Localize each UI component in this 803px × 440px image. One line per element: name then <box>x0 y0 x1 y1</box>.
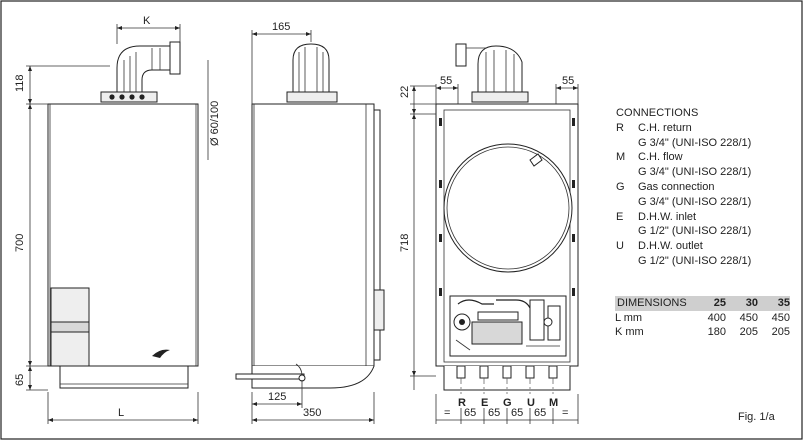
dim-350-label: 350 <box>303 407 321 419</box>
dim-diameter-label: Ø 60/100 <box>209 101 221 146</box>
dim-l-label: L <box>118 407 124 419</box>
connection-spec: G 3/4" (UNI-ISO 228/1) <box>638 195 752 208</box>
dimensions-cell: 450 <box>771 312 790 324</box>
dim-55-right-label: 55 <box>562 75 574 87</box>
connection-spec: G 3/4" (UNI-ISO 228/1) <box>638 166 752 179</box>
pitch-0: = <box>444 407 450 419</box>
pitch-1: 65 <box>464 407 476 419</box>
dimensions-header-30: 30 <box>745 297 758 309</box>
rear-hydraulic-group <box>449 295 567 357</box>
rear-frame-holes <box>439 118 575 296</box>
pitch-2: 65 <box>488 407 500 419</box>
connection-item-u: U D.H.W. outlet G 1/2" (UNI-ISO 228/1) <box>616 239 796 269</box>
connection-name: D.H.W. inlet <box>638 210 697 223</box>
front-control-display <box>50 321 90 333</box>
front-top-block <box>100 91 158 103</box>
connection-code: M <box>616 151 626 164</box>
dimensions-cell: 205 <box>771 326 790 338</box>
side-flue-pipe <box>292 43 330 93</box>
dim-k-label: K <box>143 15 151 27</box>
dimensions-header-25: 25 <box>713 297 726 309</box>
front-top-fittings <box>109 94 145 100</box>
dimensions-cell: 180 <box>707 326 726 338</box>
dimensions-header-row: DIMENSIONS 25 30 35 <box>615 296 790 311</box>
tap-code-e: E <box>481 397 488 409</box>
connection-name: D.H.W. outlet <box>638 240 703 253</box>
pitch-4: 65 <box>534 407 546 419</box>
dimensions-cell: 400 <box>707 312 726 324</box>
connections-legend: CONNECTIONS R C.H. return G 3/4" (UNI-ISO… <box>616 106 796 269</box>
dim-22-label: 22 <box>399 86 411 98</box>
connection-name: C.H. flow <box>638 151 683 164</box>
dim-165-label: 165 <box>272 21 290 33</box>
side-pipe-out <box>235 373 305 380</box>
connection-spec: G 3/4" (UNI-ISO 228/1) <box>638 136 752 149</box>
rear-combustion-chamber <box>443 143 573 273</box>
front-bottom-shroud <box>59 365 189 389</box>
connection-code: U <box>616 240 624 253</box>
rear-bottom-taps <box>456 365 558 394</box>
side-rear-bracket <box>373 109 381 361</box>
dim-718-label: 718 <box>399 234 411 252</box>
side-bracket-tab <box>373 289 385 331</box>
dimensions-cell: 205 <box>739 326 758 338</box>
pitch-5: = <box>562 407 568 419</box>
figure-label: Fig. 1/a <box>738 411 775 423</box>
tap-code-m: M <box>549 397 558 409</box>
connection-code: G <box>616 180 625 193</box>
dimensions-cell: 450 <box>739 312 758 324</box>
connection-item-r: R C.H. return G 3/4" (UNI-ISO 228/1) <box>616 121 796 151</box>
dimensions-header-label: DIMENSIONS <box>617 297 687 309</box>
connection-name: C.H. return <box>638 121 692 134</box>
side-top-block <box>286 91 338 103</box>
dim-125-label: 125 <box>268 391 286 403</box>
dimensions-row-label: L mm <box>615 312 643 324</box>
connection-item-m: M C.H. flow G 3/4" (UNI-ISO 228/1) <box>616 150 796 180</box>
dim-118-label: 118 <box>14 74 26 92</box>
tap-code-u: U <box>527 397 535 409</box>
connection-code: E <box>616 210 624 223</box>
dimensions-header-35: 35 <box>777 297 790 309</box>
dimensions-table: DIMENSIONS 25 30 35 L mm 400 450 450 K m… <box>615 296 790 339</box>
side-view: 165 Ø 60/100 125 350 <box>207 21 385 424</box>
dimensions-row-label: K mm <box>615 326 644 338</box>
dimensions-row-l: L mm 400 450 450 <box>615 311 790 325</box>
rear-flue-elbow <box>455 43 523 93</box>
dim-55-left-label: 55 <box>440 75 452 87</box>
side-bottom-shroud <box>251 365 375 389</box>
dimensions-row-k: K mm 180 205 205 <box>615 325 790 339</box>
front-view: K 118 700 65 L <box>14 15 199 424</box>
front-flue-elbow <box>116 41 181 93</box>
rear-view: 55 55 22 718 R E G U M = 65 6 <box>399 43 579 424</box>
connection-item-g: G Gas connection G 3/4" (UNI-ISO 228/1) <box>616 180 796 210</box>
tap-code-r: R <box>458 397 466 409</box>
pitch-3: 65 <box>511 407 523 419</box>
connection-spec: G 1/2" (UNI-ISO 228/1) <box>638 225 752 238</box>
connection-code: R <box>616 121 624 134</box>
side-casing <box>251 103 375 367</box>
rear-top-block <box>471 91 529 103</box>
dim-65-label: 65 <box>14 374 26 386</box>
connection-spec: G 1/2" (UNI-ISO 228/1) <box>638 254 752 267</box>
connection-item-e: E D.H.W. inlet G 1/2" (UNI-ISO 228/1) <box>616 210 796 240</box>
brand-logo-mark <box>152 349 170 358</box>
tap-code-g: G <box>503 397 512 409</box>
connections-title: CONNECTIONS <box>616 107 699 119</box>
connection-name: Gas connection <box>638 180 715 193</box>
dim-700-label: 700 <box>14 234 26 252</box>
